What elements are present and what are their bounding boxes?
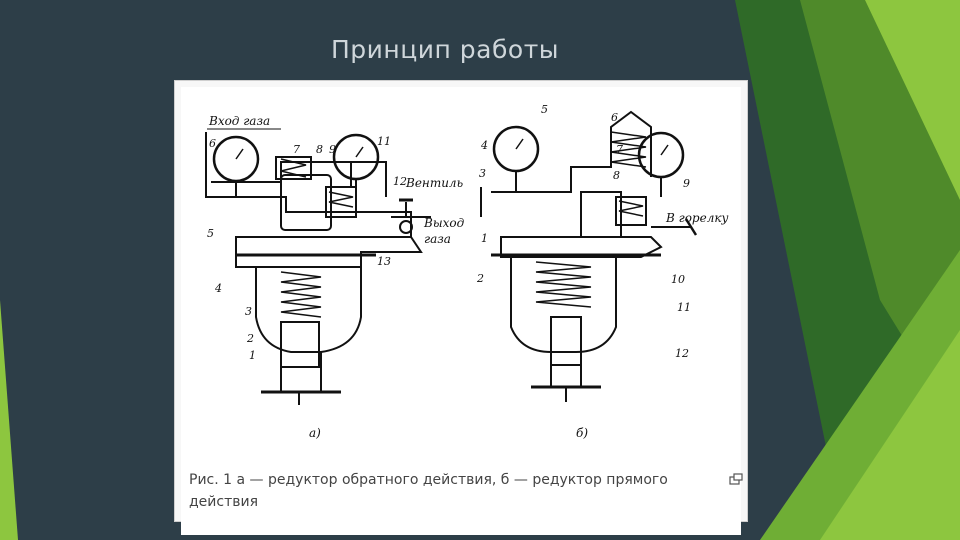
reducer-diagrams: Вход газа Вентиль Выход газа а) 1 2 3 4 … xyxy=(205,103,729,440)
green-shape-light-top xyxy=(865,0,960,200)
part-number-b-1: 1 xyxy=(481,232,488,245)
gauge-a-right xyxy=(332,133,380,187)
part-number-b-3: 3 xyxy=(479,167,486,180)
part-number-a-5: 5 xyxy=(207,227,214,240)
sublabel-b: б) xyxy=(576,426,588,440)
spring-a xyxy=(280,271,322,318)
part-number-b-8: 8 xyxy=(613,169,620,182)
part-number-a-11: 11 xyxy=(377,135,391,148)
part-number-a-13: 13 xyxy=(377,255,391,268)
gauge-b-left xyxy=(492,125,540,192)
green-sliver-left xyxy=(0,300,18,540)
diagram-a xyxy=(205,132,431,405)
sublabel-a: а) xyxy=(309,426,321,440)
part-number-b-12: 12 xyxy=(675,347,689,360)
part-number-b-10: 10 xyxy=(671,273,685,286)
gauge-b-right xyxy=(637,131,685,197)
part-number-a-4: 4 xyxy=(214,282,222,295)
spring-b-bottom xyxy=(535,261,592,308)
part-number-a-3: 3 xyxy=(245,305,252,318)
part-number-b-6: 6 xyxy=(611,111,618,124)
figure-frame: Вход газа Вентиль Выход газа а) 1 2 3 4 … xyxy=(174,80,748,535)
part-number-b-9: 9 xyxy=(683,177,690,190)
figure-panel: Вход газа Вентиль Выход газа а) 1 2 3 4 … xyxy=(181,87,743,535)
spring-b-top xyxy=(610,131,647,168)
part-number-b-11: 11 xyxy=(677,301,691,314)
part-number-b-5: 5 xyxy=(541,103,548,116)
part-number-b-4: 4 xyxy=(480,139,488,152)
gauge-a-left xyxy=(212,135,260,197)
magnify-icon[interactable] xyxy=(729,473,743,485)
green-shape-bright-bottom xyxy=(820,330,960,540)
part-number-a-9: 9 xyxy=(329,143,336,156)
to-burner-label: В горелку xyxy=(665,211,729,225)
gas-outlet-label-2: газа xyxy=(424,232,451,246)
valve-label: Вентиль xyxy=(405,176,463,190)
part-number-a-7: 7 xyxy=(293,143,300,156)
part-number-a-2: 2 xyxy=(246,332,254,345)
part-number-a-1: 1 xyxy=(249,349,256,362)
diagram-b xyxy=(480,110,698,402)
slide-title: Принцип работы xyxy=(330,34,560,64)
gas-outlet-label-1: Выход xyxy=(423,216,465,230)
figure-caption: Рис. 1 а — редуктор обратного действия, … xyxy=(189,472,668,510)
part-number-a-6: 6 xyxy=(209,137,216,150)
part-number-b-2: 2 xyxy=(476,272,484,285)
gas-inlet-label: Вход газа xyxy=(208,114,270,128)
part-number-b-7: 7 xyxy=(616,143,623,156)
part-number-a-12: 12 xyxy=(393,175,407,188)
part-number-a-8: 8 xyxy=(316,143,323,156)
